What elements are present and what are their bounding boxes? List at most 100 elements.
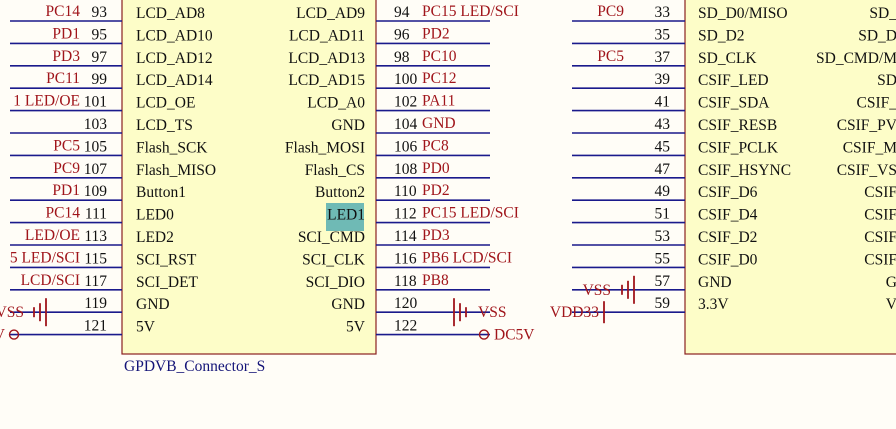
right-component-body[interactable]: [684, 0, 896, 355]
pin-name: CSIF_: [857, 95, 896, 112]
pin-name: GND: [331, 117, 365, 134]
ground-net-label[interactable]: VSS: [583, 282, 611, 299]
pin-number: 109: [84, 183, 108, 200]
pin-name: Flash_SCK: [136, 139, 208, 156]
net-label[interactable]: PD2: [422, 25, 450, 42]
ground-net-label[interactable]: VSS: [478, 304, 506, 321]
pin-name: CSIF: [864, 251, 896, 268]
pin-name: CSIF_SDA: [698, 95, 770, 112]
right-part-ground-symbol[interactable]: [621, 275, 635, 304]
ground-net-label[interactable]: VSS: [0, 304, 24, 321]
pin-number: 96: [394, 26, 410, 43]
net-label[interactable]: PD0: [422, 160, 450, 177]
net-label[interactable]: PC14: [46, 205, 81, 222]
pin-name: 3.3V: [698, 296, 729, 313]
pin-number: 114: [394, 228, 417, 245]
pin-name: LED2: [136, 229, 174, 246]
net-label[interactable]: PC8: [422, 137, 449, 154]
pin-number: 102: [394, 94, 417, 111]
pin-number: 119: [84, 295, 107, 312]
pin-name: SCI_CMD: [298, 229, 365, 246]
pin-name: LCD_AD8: [136, 5, 205, 22]
net-label[interactable]: PC9: [53, 160, 80, 177]
power-net-label[interactable]: DC5V: [494, 327, 535, 344]
net-label[interactable]: PB6 LCD/SCI: [422, 249, 512, 266]
net-label[interactable]: 5 LED/SCI: [10, 249, 80, 266]
net-label[interactable]: PC14: [46, 3, 81, 20]
pin-number: 112: [394, 206, 417, 223]
pin-name: CSIF_LED: [698, 72, 769, 89]
power-net-label[interactable]: VDD33: [550, 304, 599, 321]
net-label[interactable]: PC5: [53, 137, 80, 154]
pin-name: G: [886, 274, 896, 291]
pin-number: 116: [394, 250, 417, 267]
net-label[interactable]: PD1: [52, 25, 80, 42]
net-label[interactable]: PC15 LED/SCI: [422, 205, 519, 222]
net-label[interactable]: PA11: [422, 93, 455, 110]
net-label[interactable]: PC11: [46, 70, 80, 87]
net-label[interactable]: PD3: [422, 227, 450, 244]
pin-name: 5V: [136, 319, 156, 336]
pin-number: 94: [394, 4, 410, 21]
right-power-port[interactable]: [478, 329, 490, 340]
pin-name: CSIF_D0: [698, 251, 758, 268]
pin-name: Button1: [136, 184, 186, 201]
pin-name: LED1: [327, 207, 365, 224]
pin-name: SD_CMD/M: [816, 50, 896, 67]
pin-name: SD_: [869, 5, 896, 22]
pin-name: SCI_DET: [136, 274, 199, 291]
pin-number: 59: [655, 295, 671, 312]
pin-number: 51: [655, 206, 671, 223]
net-label[interactable]: LCD/SCI: [21, 272, 80, 289]
pin-name: CSIF_D6: [698, 184, 758, 201]
pin-number: 99: [92, 71, 108, 88]
pin-name: SD_CLK: [698, 50, 757, 67]
pin-name: CSIF: [864, 229, 896, 246]
pin-name: CSIF_M: [843, 139, 896, 156]
pin-name: LCD_AD11: [289, 27, 365, 44]
pin-number: 111: [85, 206, 107, 223]
net-label[interactable]: PD1: [52, 182, 80, 199]
pin-number: 98: [394, 49, 410, 66]
left-component-body[interactable]: [121, 0, 377, 355]
left-power-port[interactable]: [8, 329, 20, 340]
pin-name: Button2: [315, 184, 365, 201]
net-label[interactable]: PD2: [422, 182, 450, 199]
net-label[interactable]: PD3: [52, 48, 80, 65]
pin-name: CSIF: [864, 184, 896, 201]
pin-number: 107: [84, 161, 108, 178]
pin-number: 55: [655, 250, 671, 267]
net-label[interactable]: PC10: [422, 48, 457, 65]
net-label[interactable]: LED/OE: [25, 227, 80, 244]
left-ground-symbol[interactable]: [33, 298, 47, 327]
net-label[interactable]: PC15 LED/SCI: [422, 3, 519, 20]
pin-name: CSIF_VS: [837, 162, 896, 179]
pin-name: CSIF_PCLK: [698, 139, 779, 156]
net-label[interactable]: 1 LED/OE: [13, 93, 80, 110]
pin-name: SCI_DIO: [306, 274, 365, 291]
pin-number: 122: [394, 318, 417, 335]
pin-number: 35: [655, 26, 671, 43]
net-label[interactable]: PC12: [422, 70, 456, 87]
pin-label-highlight: [326, 203, 364, 231]
pin-number: 57: [655, 273, 671, 290]
net-label[interactable]: GND: [422, 115, 456, 132]
pin-number: 33: [655, 4, 671, 21]
pin-name: LCD_A0: [307, 95, 365, 112]
pin-name: Flash_MOSI: [285, 139, 365, 156]
net-label[interactable]: PC5: [597, 48, 624, 65]
pin-number: 118: [394, 273, 417, 290]
right-ground-symbol[interactable]: [453, 298, 467, 327]
pin-name: CSIF: [864, 207, 896, 224]
power-net-label[interactable]: V: [0, 327, 6, 344]
pin-name: CSIF_PV: [837, 117, 896, 134]
net-label[interactable]: PC9: [597, 3, 624, 20]
pin-name: LCD_AD14: [136, 72, 213, 89]
pin-number: 47: [655, 161, 671, 178]
pin-number: 103: [84, 116, 108, 133]
pin-name: LED0: [136, 207, 174, 224]
pin-number: 104: [394, 116, 418, 133]
net-label[interactable]: PB8: [422, 272, 449, 289]
